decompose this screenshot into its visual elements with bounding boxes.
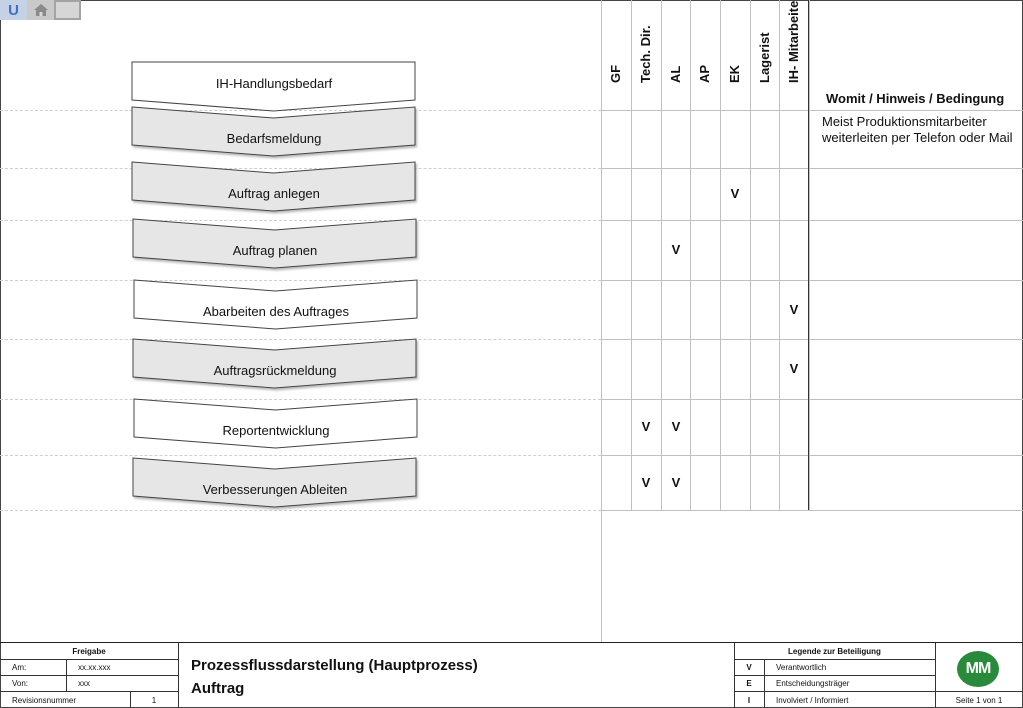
process-step-shape: [132, 218, 417, 269]
row-line: [601, 110, 1023, 111]
role-header-cell: AL: [661, 0, 691, 110]
participation-mark: V: [671, 419, 681, 434]
process-step-shape: [131, 106, 416, 157]
participation-mark: V: [730, 186, 740, 201]
row-guide-line: [0, 110, 601, 111]
process-step-shape: [132, 457, 417, 508]
process-step-label: Abarbeiten des Auftrages: [203, 304, 349, 319]
participation-mark: V: [671, 474, 681, 490]
process-step-shape: [131, 161, 416, 212]
role-header-cell: Tech. Dir.: [631, 0, 661, 110]
column-line: [779, 0, 780, 510]
page-number: Seite 1 von 1: [955, 695, 1003, 705]
role-label: GF: [608, 64, 623, 83]
participation-mark: V: [671, 242, 681, 257]
role-label: EK: [727, 64, 742, 83]
role-header-cell: GF: [601, 0, 631, 110]
row-guide-line: [0, 399, 601, 400]
revision-value: 1: [151, 695, 157, 705]
role-label: Tech. Dir.: [638, 25, 653, 83]
von-value: xxx: [78, 678, 90, 688]
participation-mark: V: [641, 419, 651, 434]
row-guide-line: [0, 510, 601, 511]
role-label: IH- Mitarbeiter: [786, 0, 801, 83]
participation-mark: V: [789, 301, 799, 317]
process-chevrons: [131, 61, 418, 508]
column-line: [809, 0, 810, 510]
revision-label: Revisionsnummer: [12, 695, 77, 705]
process-step-label: Auftrag planen: [232, 243, 318, 258]
document-title: Prozessflussdarstellung (Hauptprozess): [191, 657, 478, 674]
legend-text: Involviert / Informiert: [776, 695, 849, 705]
company-logo: MM: [957, 651, 999, 687]
row-line: [601, 168, 1023, 169]
process-step-label: IH-Handlungsbedarf: [215, 76, 333, 91]
process-step-label: Reportentwicklung: [222, 423, 330, 438]
comment-cell: Meist Produktionsmitarbeiter weiterleite…: [822, 114, 1013, 145]
role-label: AP: [697, 64, 712, 83]
am-label: Am:: [12, 662, 27, 672]
row-guide-line: [0, 455, 601, 456]
von-label: Von:: [12, 678, 29, 688]
toolbar: U: [0, 0, 81, 20]
role-label: AL: [668, 65, 683, 83]
column-line: [631, 0, 632, 510]
process-step-shape: [132, 338, 417, 389]
column-line: [661, 0, 662, 510]
column-line: [601, 0, 602, 642]
legend-key: V: [746, 662, 752, 672]
row-guide-line: [0, 220, 601, 221]
role-header-cell: AP: [690, 0, 720, 110]
legend-title: Legende zur Beteiligung: [788, 646, 881, 656]
undo-icon[interactable]: U: [0, 0, 27, 20]
home-icon[interactable]: [27, 0, 54, 20]
process-step-label: Bedarfsmeldung: [226, 131, 322, 146]
column-line: [720, 0, 721, 510]
row-line: [601, 510, 1023, 511]
legend-text: Entscheidungsträger: [776, 678, 850, 688]
process-step-shape: [133, 398, 418, 449]
am-value: xx.xx.xxx: [78, 662, 111, 672]
participation-mark: V: [789, 361, 799, 376]
row-guide-line: [0, 339, 601, 340]
row-line: [601, 455, 1023, 456]
role-header-cell: IH- Mitarbeiter: [779, 0, 809, 110]
process-step-shape: [131, 61, 416, 112]
row-guide-line: [0, 168, 601, 169]
role-header-cell: Lagerist: [750, 0, 780, 110]
role-header-cell: EK: [720, 0, 750, 110]
legend-key: E: [746, 678, 752, 688]
document-subtitle: Auftrag: [191, 680, 245, 697]
column-line: [690, 0, 691, 510]
role-label: Lagerist: [757, 32, 772, 83]
comment-header: Womit / Hinweis / Bedingung: [826, 91, 1005, 106]
process-step-label: Auftrag anlegen: [228, 186, 320, 201]
comment-divider-line: [808, 0, 809, 510]
row-line: [601, 399, 1023, 400]
process-step-shape: [133, 279, 418, 330]
row-guide-line: [0, 280, 601, 281]
process-step-label: Verbesserungen Ableiten: [202, 482, 348, 497]
row-line: [601, 280, 1023, 281]
legend-text: Verantwortlich: [776, 662, 827, 672]
freigabe-title: Freigabe: [72, 646, 106, 656]
process-step-label: Auftragsrückmeldung: [213, 363, 337, 378]
legend-key: I: [747, 695, 751, 705]
participation-mark: V: [641, 474, 651, 490]
row-line: [601, 339, 1023, 340]
blank-icon[interactable]: [54, 0, 81, 20]
footer: Freigabe Am: xx.xx.xxx Von: xxx Revision…: [0, 642, 1023, 708]
row-line: [601, 220, 1023, 221]
column-line: [750, 0, 751, 510]
